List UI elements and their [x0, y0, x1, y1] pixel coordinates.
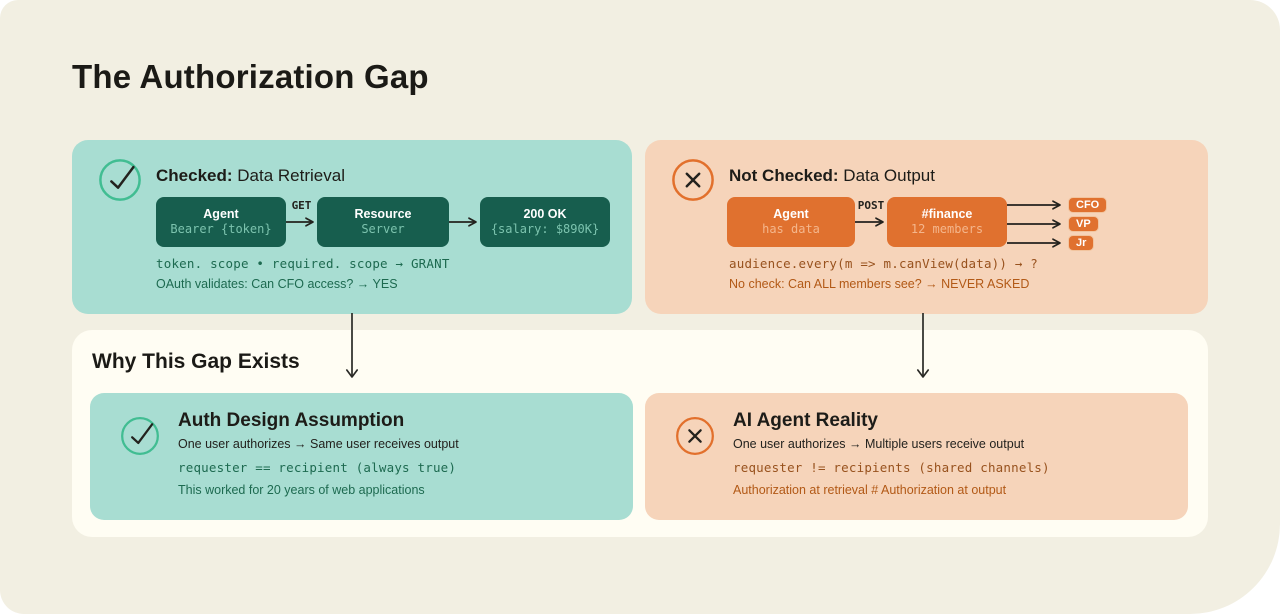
auth-assumption-card: Auth Design Assumption One user authoriz… [90, 393, 633, 520]
post-connector: POST [855, 197, 887, 247]
arrow-right-icon [1007, 238, 1061, 248]
not-checked-panel: Not Checked: Data Output Agent has data … [645, 140, 1208, 314]
node-title: Agent [203, 207, 239, 222]
why-heading: Why This Gap Exists [92, 350, 300, 373]
audience-check-code: audience.every(m => m.canView(data)) → ? [729, 256, 1039, 271]
fanout-row: CFO [1007, 197, 1108, 213]
arrow-right-icon [449, 217, 477, 227]
card-title: Auth Design Assumption [178, 410, 405, 431]
node-title: Resource [354, 207, 412, 222]
check-circle-icon [98, 158, 142, 202]
page-title: The Authorization Gap [72, 58, 429, 95]
node-subtitle: has data [762, 222, 820, 237]
node-title: #finance [921, 207, 973, 222]
member-fanout: CFO VP Jr [1007, 197, 1108, 255]
card-note: Authorization at retrieval # Authorizati… [733, 483, 1007, 497]
card-subtitle: One user authorizes → Same user receives… [178, 437, 459, 451]
card-subtitle: One user authorizes → Multiple users rec… [733, 437, 1025, 451]
member-badge-vp: VP [1068, 216, 1099, 232]
node-title: 200 OK [523, 207, 567, 222]
not-checked-panel-header-rest: Data Output [838, 166, 935, 185]
fanout-row: Jr [1007, 235, 1107, 251]
checked-panel: Checked: Data Retrieval Agent Bearer {to… [72, 140, 632, 314]
checked-panel-header-bold: Checked: [156, 166, 233, 185]
get-label: GET [291, 199, 312, 212]
not-checked-panel-header-bold: Not Checked: [729, 166, 839, 185]
arrow-right-icon [855, 217, 884, 227]
agent-has-data-node: Agent has data [727, 197, 855, 247]
card-note: This worked for 20 years of web applicat… [178, 483, 425, 497]
ai-agent-reality-card: AI Agent Reality One user authorizes → M… [645, 393, 1188, 520]
not-checked-panel-header: Not Checked: Data Output [729, 166, 935, 186]
output-flow: Agent has data POST #finance 12 members [727, 197, 1007, 247]
requester-code: requester != recipients (shared channels… [733, 460, 1050, 475]
node-title: Agent [773, 207, 809, 222]
arrow-right-icon [1007, 219, 1061, 229]
member-badge-jr: Jr [1068, 235, 1095, 251]
node-subtitle: 12 members [910, 222, 984, 237]
arrow-right-icon [1007, 200, 1061, 210]
card-title: AI Agent Reality [733, 410, 878, 431]
agent-node: Agent Bearer {token} [156, 197, 286, 247]
x-circle-icon [671, 158, 715, 202]
node-subtitle: {salary: $890K} [490, 222, 600, 237]
finance-channel-node: #finance 12 members [887, 197, 1007, 247]
checked-panel-header-rest: Data Retrieval [232, 166, 345, 185]
down-arrow-right-icon [914, 313, 932, 385]
node-subtitle: Bearer {token} [170, 222, 272, 237]
down-arrow-left-icon [343, 313, 361, 385]
oauth-validation-note: OAuth validates: Can CFO access? → YES [156, 277, 398, 291]
check-circle-icon [120, 416, 160, 456]
resource-server-node: Resource Server [317, 197, 449, 247]
response-node: 200 OK {salary: $890K} [480, 197, 610, 247]
requester-code: requester == recipient (always true) [178, 460, 457, 475]
post-label: POST [857, 199, 885, 212]
scope-check-code: token. scope • required. scope → GRANT [156, 256, 450, 271]
arrow-right-icon [286, 217, 314, 227]
why-gap-panel: Why This Gap Exists Auth Design Assumpti… [72, 330, 1208, 537]
node-subtitle: Server [361, 222, 405, 237]
retrieval-flow: Agent Bearer {token} GET Resource Server [156, 197, 610, 247]
get-connector: GET [286, 197, 317, 247]
x-circle-icon [675, 416, 715, 456]
member-badge-cfo: CFO [1068, 197, 1108, 213]
checked-panel-header: Checked: Data Retrieval [156, 166, 345, 186]
response-connector [449, 197, 480, 247]
no-check-note: No check: Can ALL members see? → NEVER A… [729, 277, 1030, 291]
fanout-row: VP [1007, 216, 1107, 232]
